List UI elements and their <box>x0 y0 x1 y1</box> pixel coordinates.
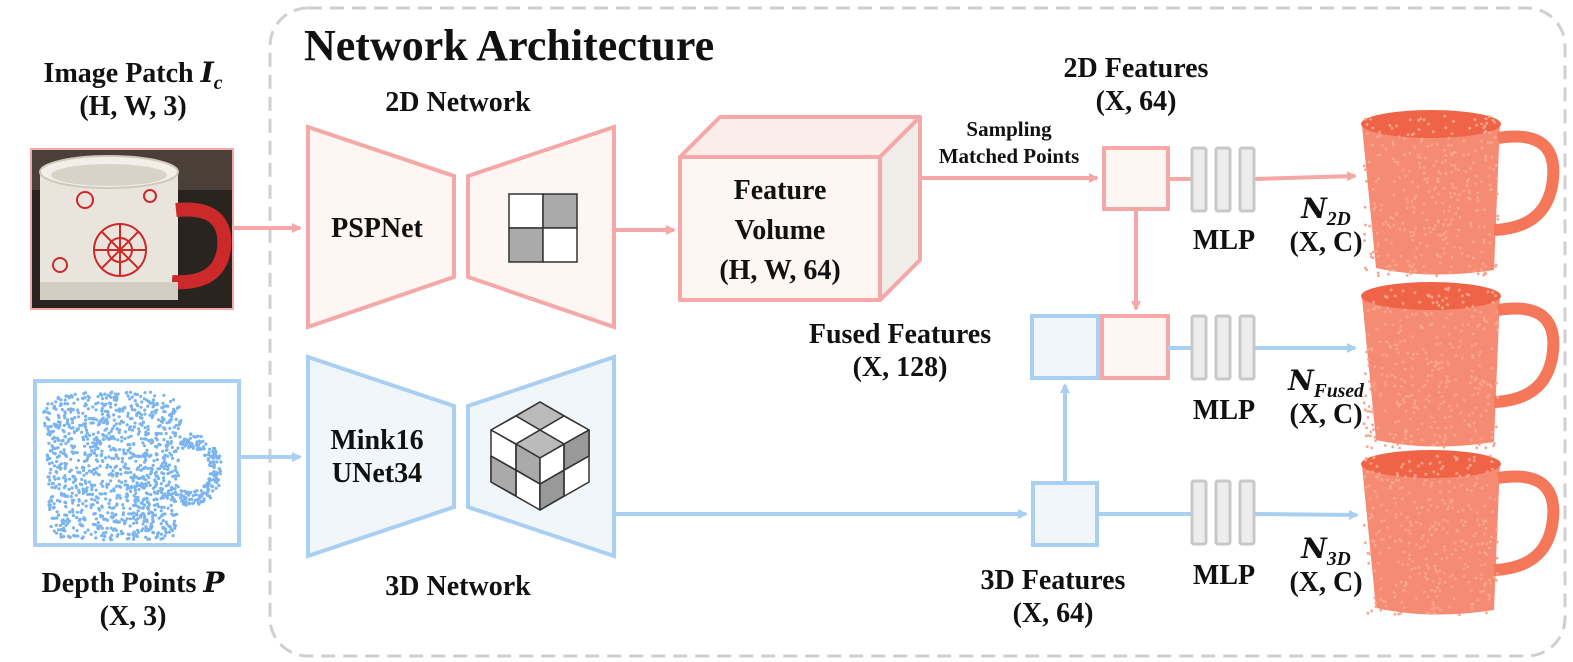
output-3d-symbol: N <box>1301 532 1327 565</box>
unet34-label: UNet34 <box>331 458 423 490</box>
output-fused-symbol: N <box>1288 364 1314 397</box>
fused-features-blue-square <box>1030 314 1100 380</box>
architecture-border <box>268 6 1567 658</box>
mlp-label-2d: MLP <box>1192 225 1256 256</box>
image-patch-text: Image Patch <box>43 58 194 89</box>
feature-volume-line1: Feature <box>733 175 827 206</box>
fused-features-shape: (X, 128) <box>852 352 948 384</box>
sampling-line2: Matched Points <box>938 143 1080 168</box>
output-3d-sub: 3D <box>1326 548 1351 570</box>
image-patch <box>30 148 234 310</box>
diagram-title: Network Architecture <box>304 21 715 70</box>
3d-features-text: 3D Features <box>980 565 1126 596</box>
image-patch-symbol-sub: c <box>213 72 223 94</box>
output-fused-sub: Fused <box>1313 380 1364 402</box>
mink16-label: Mink16 <box>330 425 424 456</box>
depth-points-shape: (X, 3) <box>99 601 167 633</box>
arrow-mlp-3d-out <box>1253 509 1359 520</box>
feature-volume-label: Feature Volume (H, W, 64) <box>680 171 880 290</box>
image-patch-symbol: I <box>200 56 214 89</box>
fused-features-text: Fused Features <box>808 319 992 350</box>
output-3d-label: N3D (X, C) <box>1262 532 1390 599</box>
sampling-line1: Sampling <box>966 117 1052 141</box>
depth-points-label: Depth Points P (X, 3) <box>10 566 256 633</box>
output-2d-shape: (X, C) <box>1289 227 1363 259</box>
3d-cube-icon <box>490 401 590 511</box>
2d-features-square <box>1102 146 1170 211</box>
fused-features-pink-square <box>1100 314 1170 380</box>
mlp-label-fused: MLP <box>1192 395 1256 426</box>
2d-encoder-trapezoid <box>306 124 456 330</box>
output-mug-fused <box>1361 282 1560 450</box>
3d-network-label: 3D Network <box>385 571 531 602</box>
output-3d-shape: (X, C) <box>1289 567 1363 599</box>
feature-volume-box <box>678 115 922 302</box>
output-fused-label: NFused (X, C) <box>1262 364 1390 431</box>
mlp-block-2d <box>1190 146 1256 213</box>
output-fused-shape: (X, C) <box>1289 399 1363 431</box>
pspnet-label: PSPNet <box>331 213 423 244</box>
3d-features-shape: (X, 64) <box>1012 598 1094 630</box>
3d-features-square <box>1031 481 1099 547</box>
mlp-label-3d: MLP <box>1192 560 1256 591</box>
output-2d-sub: 2D <box>1326 208 1351 230</box>
output-mug-2d <box>1361 110 1560 278</box>
3d-features-label: 3D Features (X, 64) <box>948 564 1158 630</box>
feature-volume-line2: Volume <box>734 214 826 246</box>
2d-features-label: 2D Features (X, 64) <box>1026 52 1246 118</box>
arrow-mlp-2d-out <box>1253 171 1357 182</box>
depth-points-text: Depth Points <box>41 568 197 599</box>
depth-points-symbol: P <box>203 566 225 599</box>
image-patch-shape: (H, W, 3) <box>79 91 187 123</box>
image-patch-label: Image Patch Ic (H, W, 3) <box>10 56 256 123</box>
2d-network-label: 2D Network <box>385 87 531 118</box>
3d-encoder-trapezoid <box>306 354 456 559</box>
output-mug-3d <box>1361 450 1560 616</box>
mlp-block-3d <box>1190 479 1256 546</box>
output-2d-symbol: N <box>1301 192 1327 225</box>
2d-features-shape: (X, 64) <box>1095 86 1177 118</box>
output-2d-label: N2D (X, C) <box>1262 192 1390 259</box>
2d-features-text: 2D Features <box>1063 53 1209 84</box>
sampling-label: Sampling Matched Points <box>914 116 1104 170</box>
3d-encoder-label: Mink16 UNet34 <box>308 424 446 490</box>
fused-features-label: Fused Features (X, 128) <box>780 318 1020 384</box>
depth-point-cloud <box>42 390 223 542</box>
feature-volume-line3: (H, W, 64) <box>719 254 841 286</box>
mlp-block-fused <box>1190 314 1256 381</box>
2d-grid-icon <box>508 193 578 263</box>
